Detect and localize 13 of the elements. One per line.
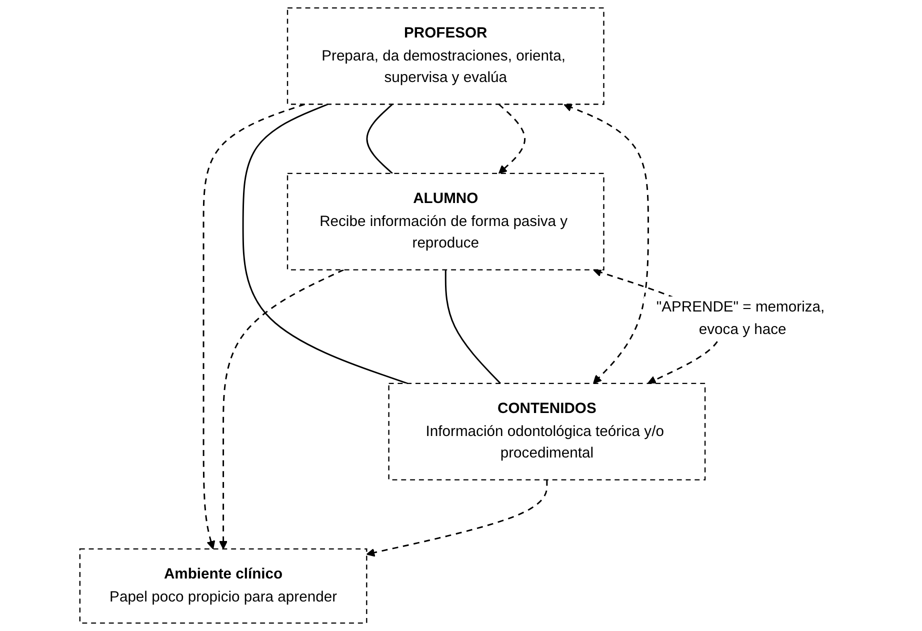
arrow (366, 480, 548, 557)
node-box: Ambiente clínico Papel poco propicio para aprender (80, 548, 368, 624)
arrow (498, 104, 526, 174)
connector (445, 270, 502, 384)
arrow (564, 103, 650, 384)
arrow (203, 104, 306, 550)
edge-label: "APRENDE" = memoriza, evoca y hace (656, 298, 825, 338)
connector (242, 104, 408, 384)
node-box: PROFESOR Prepara, da demostraciones, orienta, supervisa y evalúa (287, 7, 605, 105)
node-box: ALUMNO Recibe información de forma pasiva y reproduce (287, 172, 605, 270)
arrow (219, 269, 344, 550)
node-box: CONTENIDOS Información odontológica teórica y/o procedimental (388, 382, 706, 480)
connector (366, 104, 394, 174)
